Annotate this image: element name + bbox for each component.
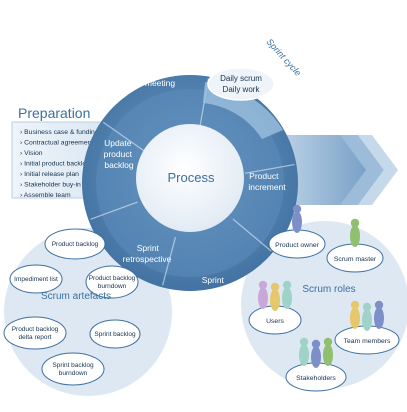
person-icon-head <box>311 339 321 349</box>
artefact-bubble <box>44 228 106 260</box>
roles-title: Scrum roles <box>302 284 355 295</box>
person-icon-body <box>270 289 280 311</box>
phase-update-product-backlog: Update product backlog <box>104 138 135 170</box>
role-label: Stakeholders <box>296 375 336 382</box>
preparation-item: › Initial product backlog <box>20 161 90 168</box>
sprint-cycle-label: Sprint cycle <box>265 37 304 78</box>
process-center <box>136 124 244 232</box>
role-item: Users <box>248 280 302 335</box>
artefact-item: Impediment list <box>9 264 63 294</box>
preparation-item: › Business case & funding <box>20 129 99 136</box>
phase-sprint-retrospective: Sprint retrospective <box>123 243 172 264</box>
role-label: Users <box>266 318 284 325</box>
release-title: Release n <box>298 118 357 133</box>
person-icon-head <box>292 204 302 214</box>
preparation-item: › Contractual agreement <box>20 140 93 147</box>
preparation-item: › Vision <box>20 150 43 157</box>
person-icon-body <box>258 287 268 309</box>
person-icon-head <box>270 282 280 292</box>
preparation-title: Preparation <box>18 105 90 121</box>
person-icon-body <box>362 309 372 331</box>
sprint-iteration-label: Sprint 1, 2, 3 ... n <box>75 0 135 93</box>
artefact-item: Product backlog <box>44 228 106 260</box>
phase-sprint-planning: Sprint planning meeting <box>143 56 178 88</box>
phase-sprint-review: Sprint review <box>202 275 227 297</box>
artefact-label: Product backlog <box>52 241 99 248</box>
segment-divider <box>245 164 295 174</box>
person-icon-head <box>350 218 360 228</box>
person-icon-body <box>311 346 321 368</box>
person-icon-head <box>374 300 384 310</box>
artefact-label: Impediment list <box>14 276 58 283</box>
artefact-label: Sprint backlog <box>94 331 136 338</box>
person-icon-head <box>323 337 333 347</box>
person-icon-body <box>292 211 302 233</box>
role-item: Product owner <box>268 204 326 259</box>
person-icon-head <box>299 337 309 347</box>
role-label: Team members <box>344 338 391 345</box>
preparation-list: › Business case & funding › Contractual a… <box>20 129 99 199</box>
person-icon-body <box>299 344 309 366</box>
role-label: Product owner <box>275 242 320 249</box>
daily-work-label: Daily work <box>223 85 261 94</box>
artefacts-title: Scrum artefacts <box>41 291 111 302</box>
artefact-bubble <box>85 265 139 299</box>
artefact-bubble <box>3 316 67 350</box>
person-icon-body <box>323 344 333 366</box>
segment-divider <box>90 201 138 220</box>
segment-divider <box>161 236 177 286</box>
role-item: Team members <box>334 300 400 355</box>
daily-scrum-label: Daily scrum <box>220 74 262 83</box>
artefact-item: Sprint backlog <box>89 319 141 349</box>
person-icon-body <box>282 287 292 309</box>
artefact-bubble <box>9 264 63 294</box>
person-icon-body <box>374 307 384 329</box>
person-icon-body <box>350 225 360 247</box>
person-icon-head <box>350 300 360 310</box>
daily-cycle-bubble <box>207 67 275 101</box>
artefact-bubble <box>41 352 105 386</box>
person-icon-body <box>350 307 360 329</box>
segment-divider <box>102 121 145 152</box>
person-icon-head <box>258 280 268 290</box>
process-label: Process <box>168 170 215 185</box>
role-label: Scrum master <box>334 256 377 263</box>
role-item: Stakeholders <box>285 337 347 392</box>
person-icon-head <box>362 302 372 312</box>
artefact-bubble <box>89 319 141 349</box>
release-chevron-2 <box>358 135 398 205</box>
preparation-item: › Stakeholder buy-in <box>20 182 81 189</box>
segment-divider <box>232 218 272 252</box>
preparation-item: › Initial release plan <box>20 171 79 178</box>
person-icon-head <box>282 280 292 290</box>
release-chevron-1 <box>340 135 384 205</box>
role-item: Scrum master <box>326 218 384 273</box>
preparation-item: › Assemble team <box>20 192 71 199</box>
phase-product-increment: Product increment <box>248 171 286 192</box>
